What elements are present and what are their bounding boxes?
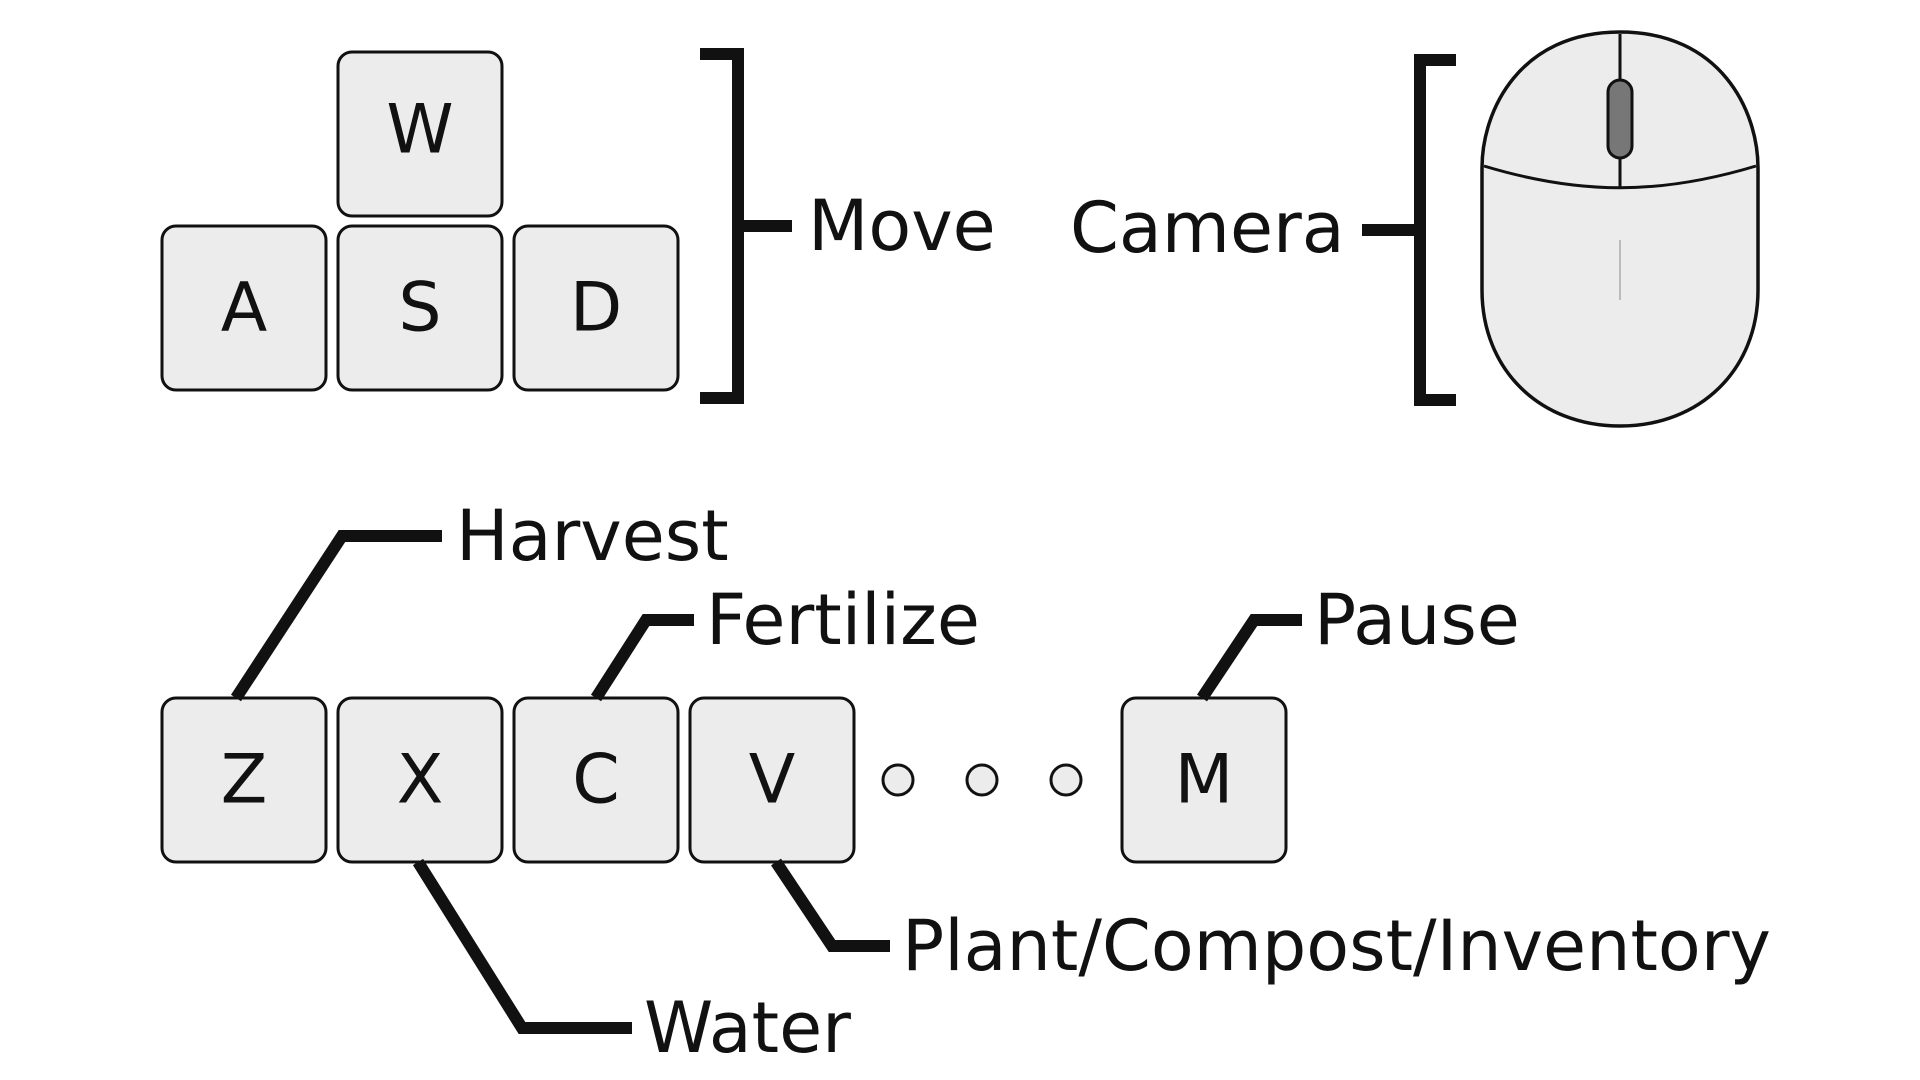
camera-label: Camera [1070, 187, 1345, 269]
key-z-label: Z [221, 741, 268, 820]
key-w-label: W [386, 91, 453, 170]
key-v: V [688, 696, 856, 864]
ellipsis-dot [881, 763, 915, 797]
fertilize-leader [590, 614, 694, 702]
water-leader [412, 858, 632, 1034]
key-c-label: C [572, 741, 619, 820]
key-a-label: A [221, 269, 268, 348]
move-label: Move [808, 185, 996, 267]
harvest-leader [230, 530, 442, 702]
ellipsis-dots [881, 763, 1083, 797]
mouse-icon [1480, 30, 1760, 428]
key-c: C [512, 696, 680, 864]
key-m: M [1120, 696, 1288, 864]
scroll-wheel-icon [1606, 78, 1634, 160]
pause-label: Pause [1314, 579, 1520, 661]
plant-leader [771, 858, 890, 952]
key-m-label: M [1175, 741, 1234, 820]
key-x: X [336, 696, 504, 864]
key-a: A [160, 224, 328, 392]
key-s-label: S [398, 269, 441, 348]
water-label: Water [644, 987, 851, 1069]
key-w: W [336, 50, 504, 218]
ellipsis-dot [965, 763, 999, 797]
key-z: Z [160, 696, 328, 864]
key-s: S [336, 224, 504, 392]
key-d: D [512, 224, 680, 392]
harvest-label: Harvest [456, 495, 729, 577]
key-v-label: V [749, 741, 796, 820]
move-bracket [700, 48, 792, 404]
pause-leader [1197, 614, 1302, 702]
key-x-label: X [397, 741, 444, 820]
fertilize-label: Fertilize [706, 579, 980, 661]
plant-compost-inventory-label: Plant/Compost/Inventory [902, 905, 1771, 987]
key-d-label: D [570, 269, 622, 348]
ellipsis-dot [1049, 763, 1083, 797]
camera-bracket [1362, 54, 1456, 406]
